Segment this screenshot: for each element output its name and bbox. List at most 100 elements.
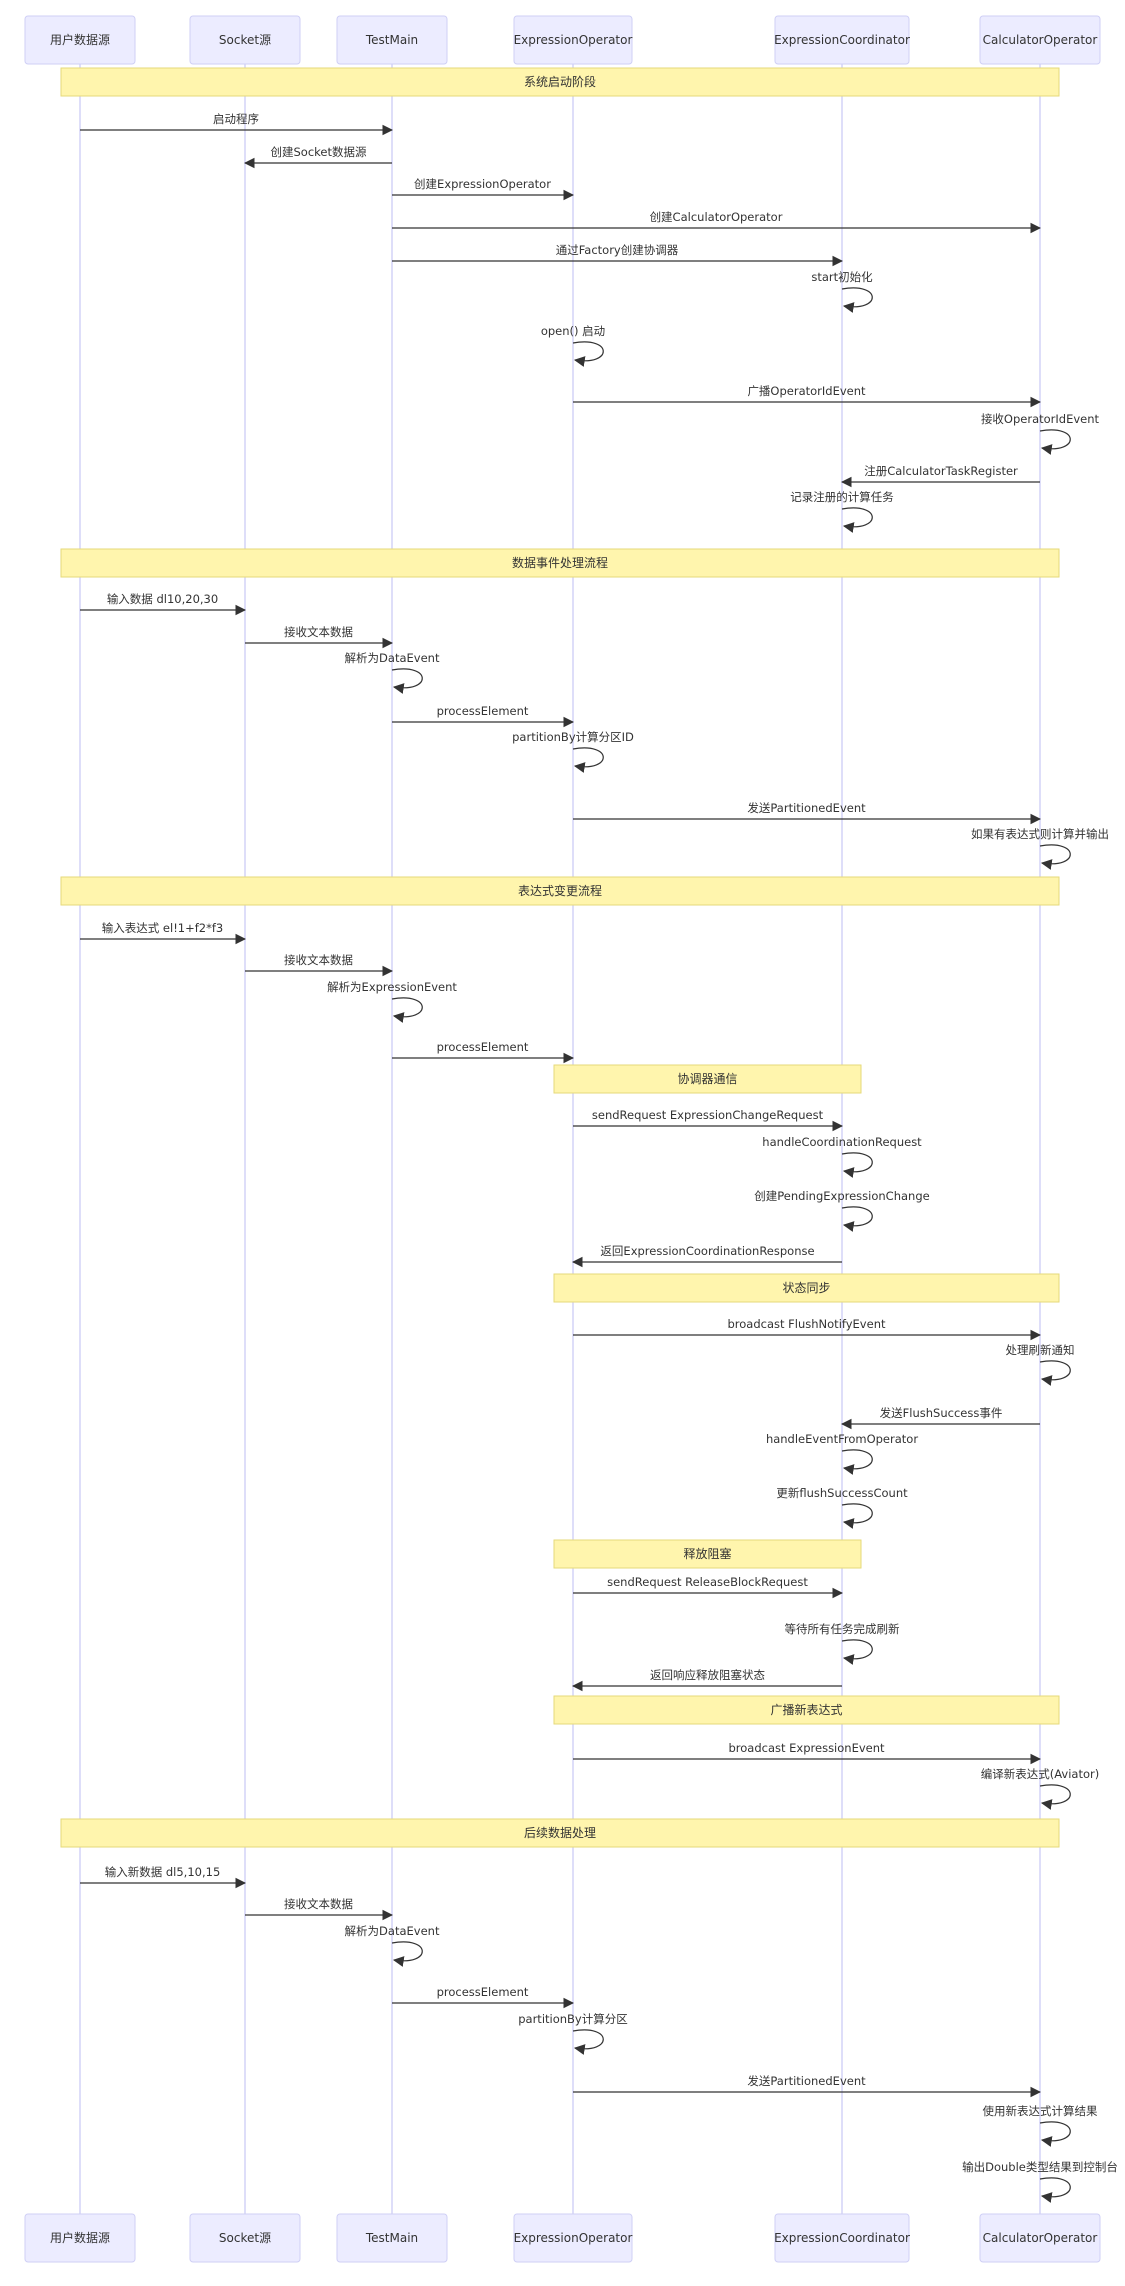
actor-label: 用户数据源 [50, 2230, 110, 2245]
message: processElement [392, 1985, 575, 2009]
message-label: 创建Socket数据源 [271, 145, 367, 159]
message: processElement [392, 704, 575, 728]
message-label: 注册CalculatorTaskRegister [864, 464, 1018, 478]
self-message: handleEventFromOperator [766, 1432, 918, 1475]
self-message-label: 解析为DataEvent [345, 1924, 440, 1938]
message: 创建ExpressionOperator [392, 177, 575, 201]
actor-label: TestMain [365, 33, 418, 47]
self-arrow [841, 287, 873, 313]
self-message: handleCoordinationRequest [762, 1135, 922, 1178]
note: 状态同步 [553, 1273, 1060, 1303]
self-arrow [841, 507, 873, 533]
self-message: 编译新表达式(Aviator) [981, 1767, 1099, 1810]
message: 返回ExpressionCoordinationResponse [571, 1244, 842, 1268]
self-arrow [841, 1639, 873, 1665]
self-message-label: 更新flushSuccessCount [776, 1486, 908, 1500]
self-arrow [841, 1206, 873, 1232]
actor-label: Socket源 [219, 2231, 271, 2245]
self-arrow [1039, 1360, 1071, 1386]
self-arrow [1039, 1784, 1071, 1810]
message-label: 输入表达式 el!1+f2*f3 [102, 921, 223, 935]
self-message: 如果有表达式则计算并输出 [971, 827, 1109, 870]
message-label: 接收文本数据 [284, 953, 353, 967]
self-arrow [1039, 429, 1071, 455]
actor-box [24, 2213, 136, 2263]
message: 接收文本数据 [245, 1897, 394, 1921]
self-arrow [572, 2029, 604, 2055]
self-message: 创建PendingExpressionChange [754, 1189, 930, 1232]
message: 创建Socket数据源 [243, 145, 392, 169]
self-message: start初始化 [811, 270, 873, 313]
actor-box [336, 2213, 448, 2263]
message-label: 接收文本数据 [284, 625, 353, 639]
message: 注册CalculatorTaskRegister [840, 464, 1040, 488]
note: 表达式变更流程 [60, 876, 1060, 906]
self-arrow [1039, 2177, 1071, 2203]
self-message: 接收OperatorIdEvent [981, 412, 1100, 455]
note-box [553, 1539, 862, 1569]
note-box [60, 876, 1060, 906]
note-box [553, 1064, 862, 1094]
message: 发送FlushSuccess事件 [840, 1406, 1040, 1430]
actor-label: 用户数据源 [50, 32, 110, 47]
actor-box [979, 15, 1101, 65]
actor-user-top: 用户数据源 [24, 15, 136, 65]
message: 输入数据 dl10,20,30 [80, 592, 247, 616]
message-label: sendRequest ExpressionChangeRequest [592, 1108, 824, 1122]
actor-box [336, 15, 448, 65]
self-message-label: partitionBy计算分区 [518, 2012, 628, 2026]
self-message-label: partitionBy计算分区ID [512, 730, 634, 744]
message: 接收文本数据 [245, 953, 394, 977]
message-label: 通过Factory创建协调器 [556, 243, 679, 257]
self-message-label: 处理刷新通知 [1006, 1343, 1075, 1357]
self-message: 处理刷新通知 [1006, 1343, 1075, 1386]
self-arrow [1039, 2121, 1071, 2147]
message: 发送PartitionedEvent [573, 2074, 1042, 2098]
actor-box [189, 15, 301, 65]
actor-label: ExpressionOperator [514, 2231, 633, 2245]
self-arrow [391, 668, 423, 694]
actor-coord-top: ExpressionCoordinator [774, 15, 910, 65]
actor-box [24, 15, 136, 65]
actor-calc-top: CalculatorOperator [979, 15, 1101, 65]
actor-box [513, 2213, 633, 2263]
self-message-label: 创建PendingExpressionChange [754, 1189, 929, 1203]
actor-label: Socket源 [219, 33, 271, 47]
self-arrow [572, 341, 604, 367]
note-label: 表达式变更流程 [518, 883, 602, 898]
actor-testmain-top: TestMain [336, 15, 448, 65]
message: broadcast FlushNotifyEvent [573, 1317, 1042, 1341]
self-message-label: handleCoordinationRequest [762, 1135, 922, 1149]
message-label: 返回响应释放阻塞状态 [650, 1668, 765, 1682]
note: 广播新表达式 [553, 1695, 1060, 1725]
self-message: partitionBy计算分区 [518, 2012, 628, 2055]
note: 后续数据处理 [60, 1818, 1060, 1848]
actor-socket-bottom: Socket源 [189, 2213, 301, 2263]
note: 数据事件处理流程 [60, 548, 1060, 578]
note-box [60, 548, 1060, 578]
message-label: broadcast ExpressionEvent [728, 1741, 885, 1755]
self-message: 解析为DataEvent [345, 1924, 440, 1967]
note-label: 释放阻塞 [683, 1546, 731, 1561]
actor-label: CalculatorOperator [983, 2231, 1098, 2245]
self-message-label: 接收OperatorIdEvent [981, 412, 1100, 426]
self-arrow [391, 1941, 423, 1967]
actor-box [189, 2213, 301, 2263]
message: 通过Factory创建协调器 [392, 243, 844, 267]
actor-user-bottom: 用户数据源 [24, 2213, 136, 2263]
self-arrow [391, 997, 423, 1023]
note-box [60, 67, 1060, 97]
message-label: processElement [437, 1985, 529, 1999]
message: sendRequest ReleaseBlockRequest [573, 1575, 844, 1599]
message-label: 广播OperatorIdEvent [747, 384, 866, 398]
self-message-label: 使用新表达式计算结果 [983, 2104, 1098, 2118]
self-message-label: 记录注册的计算任务 [790, 490, 894, 504]
note-box [60, 1818, 1060, 1848]
actor-label: ExpressionOperator [514, 33, 633, 47]
self-message-label: 解析为ExpressionEvent [327, 980, 457, 994]
message-label: 输入数据 dl10,20,30 [107, 592, 218, 606]
message-label: 创建ExpressionOperator [414, 177, 551, 191]
note-label: 协调器通信 [677, 1071, 737, 1086]
message-label: sendRequest ReleaseBlockRequest [607, 1575, 808, 1589]
